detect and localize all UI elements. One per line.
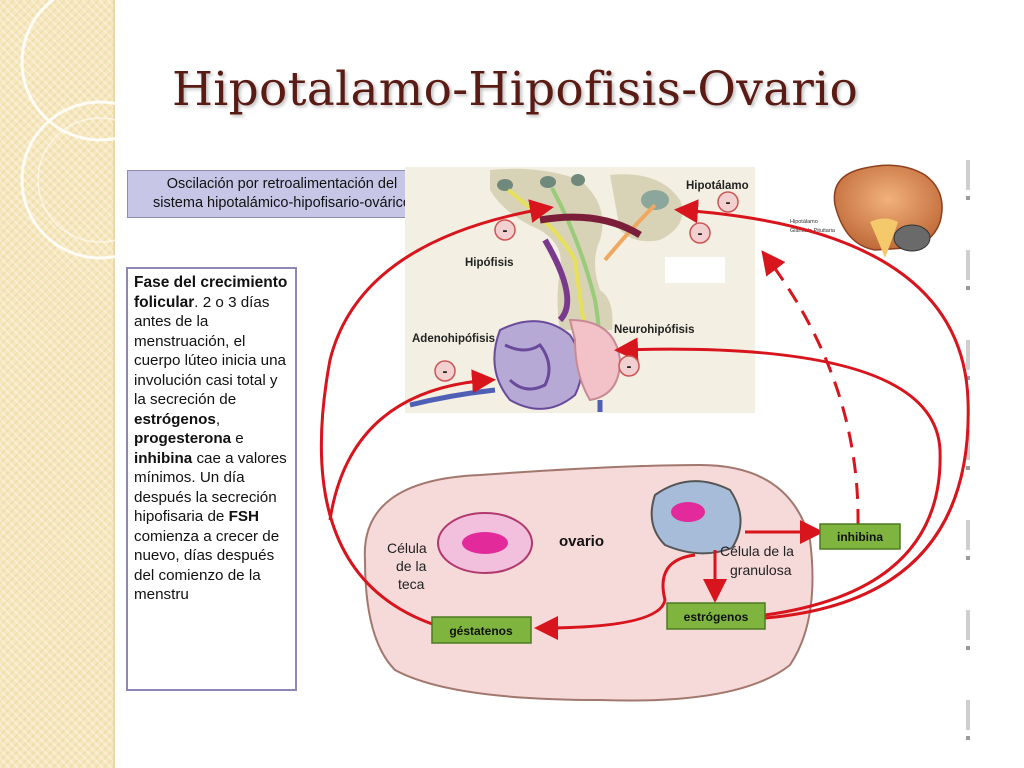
label-celula-teca-2: de la — [396, 558, 427, 574]
svg-text:-: - — [503, 222, 508, 239]
minus-badge-3: - — [689, 222, 711, 244]
brain-illustration: Hipotálamo Glándula Pituitaria — [790, 164, 943, 258]
hormone-estrogenos-box: estrógenos — [666, 602, 766, 630]
vein-purple — [542, 238, 571, 323]
hypothalamus-tissue — [490, 168, 613, 330]
svg-text:-: - — [726, 194, 731, 211]
minus-badge-1: - — [494, 219, 516, 241]
caption-line-1: Oscilación por retroalimentación del — [166, 176, 398, 192]
capillary-net — [504, 342, 551, 391]
phase-body-1: . 2 o 3 días antes de la menstruación, e… — [134, 293, 286, 409]
arrow-granulosa-to-gestagenos — [534, 553, 696, 640]
pituitary-illustration: Hipófisis Hipotálamo Adenohipófisis Neur… — [405, 167, 755, 413]
brain-label-hipotalamo: Hipotálamo — [790, 219, 818, 225]
ovary: ovario Célula de la teca Célula de la gr… — [363, 463, 814, 702]
adenohypophysis-lobe — [493, 320, 583, 410]
arrow-estrogenos-to-neurohipofisis — [614, 337, 942, 617]
arrow-estrogenos-to-hipotalamo — [674, 199, 970, 620]
label-neurohipofisis: Neurohipófisis — [614, 324, 695, 336]
brain-stem — [870, 218, 898, 258]
phase-estrogenos: estrógenos — [134, 410, 216, 428]
arrow-gestagenos-to-adenohipofisis — [328, 369, 496, 521]
phase-fsh: FSH — [228, 508, 259, 525]
label-celula-granulosa-1: Célula de la — [720, 543, 794, 559]
illustration-blank-patch — [665, 257, 725, 283]
phase-description-box: Fase del crecimiento folicular. 2 o 3 dí… — [126, 267, 297, 691]
label-celula-teca-3: teca — [398, 576, 425, 592]
label-celula-granulosa-2: granulosa — [730, 562, 792, 578]
phase-lead: Fase del crecimiento folicular — [134, 274, 288, 311]
right-edge-decoration — [966, 160, 970, 750]
brain-cerebellum — [893, 224, 931, 252]
neuron-cell-2 — [540, 176, 556, 188]
teca-nucleus — [462, 532, 508, 554]
caption-line-2: sistema hipotalámico-hipofisario-ovárico — [153, 195, 411, 211]
arrow-inhibina-dashed — [761, 250, 860, 526]
hormone-inhibina-label: inhibina — [837, 530, 883, 544]
hormone-gestagenos-box: géstatenos — [431, 616, 532, 644]
decorative-arcs — [20, 0, 115, 260]
label-celula-teca-1: Célula — [387, 540, 427, 556]
label-ovario: ovario — [559, 533, 604, 550]
label-hipofisis: Hipófisis — [465, 257, 514, 269]
minus-badge-4: - — [434, 360, 456, 382]
hormone-estrogenos-label: estrógenos — [684, 610, 749, 624]
label-hipotalamo: Hipotálamo — [686, 180, 749, 192]
svg-text:-: - — [627, 358, 632, 375]
neuron-cluster — [641, 190, 669, 210]
phase-progesterona: progesterona — [134, 430, 232, 447]
arrow-gestagenos-to-hipotalamo — [319, 199, 554, 627]
hormone-gestagenos-label: géstatenos — [449, 624, 513, 638]
ovary-outline — [363, 463, 814, 702]
svg-text:-: - — [443, 363, 448, 380]
label-adenohipofisis: Adenohipófisis — [412, 333, 495, 345]
caption-box: Oscilación por retroalimentación del sis… — [127, 170, 437, 218]
minus-badge-2: - — [717, 191, 739, 213]
minus-badge-5: - — [618, 355, 640, 377]
hormone-inhibina-box: inhibina — [819, 523, 901, 550]
granulosa-nucleus — [671, 502, 705, 522]
neuron-cell-3 — [571, 174, 585, 186]
neurohypophysis-lobe — [568, 318, 622, 402]
feedback-arrows — [319, 199, 970, 640]
phase-comma: , — [215, 410, 221, 428]
svg-text:-: - — [698, 225, 703, 242]
neuron-cell-1 — [497, 179, 513, 191]
phase-body-2: cae a valores mínimos. Un día después la… — [134, 449, 287, 526]
inhibition-badges: - - - - - — [434, 191, 739, 382]
slide-title: Hipotalamo-Hipofisis-Ovario — [172, 62, 859, 117]
phase-body-3: comienza a crecer de nuevo, días después… — [134, 527, 280, 604]
phase-inhibina: inhibina — [134, 449, 193, 467]
decorative-side-strip — [0, 0, 115, 768]
phase-e: e — [231, 430, 244, 447]
